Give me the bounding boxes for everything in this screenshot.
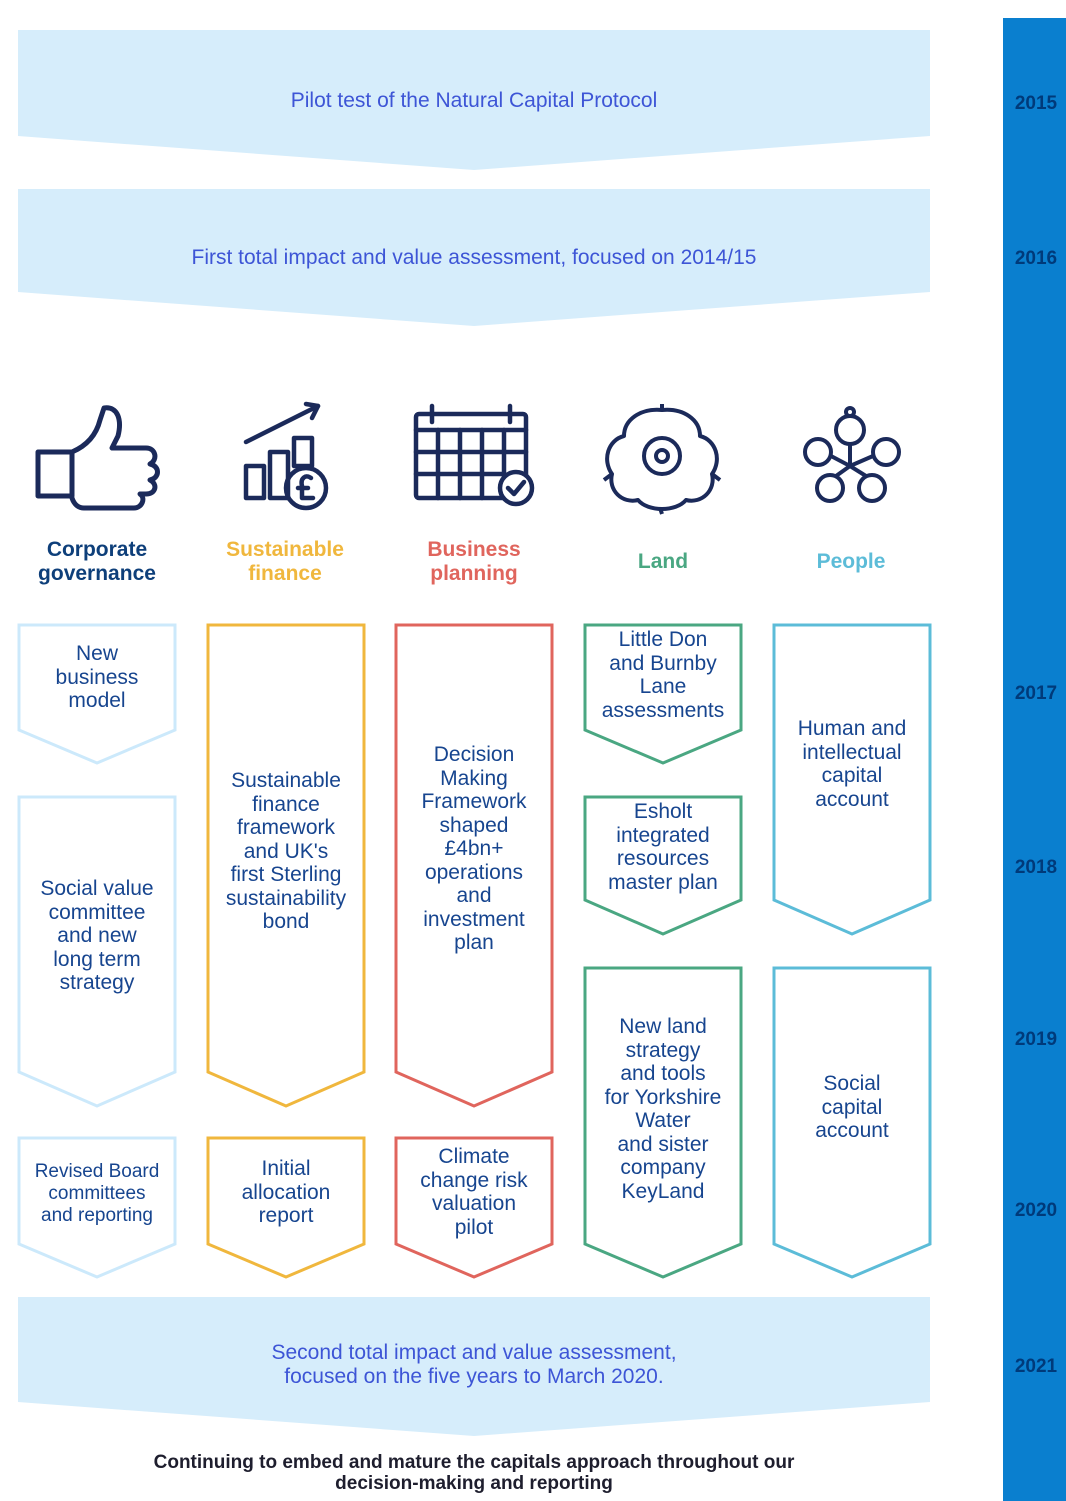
- year-label: 2020: [1014, 1200, 1058, 1221]
- year-label: 2015: [1014, 93, 1058, 114]
- planning-box-1: [394, 623, 554, 1108]
- growth-chart-pound-icon: [243, 401, 329, 511]
- finance-box-2: [206, 1136, 366, 1279]
- people-network-icon: [803, 406, 901, 503]
- banner-2016-text: First total impact and value assessment,…: [191, 246, 757, 269]
- category-land: Land: [637, 550, 689, 573]
- year-label: 2021: [1014, 1356, 1058, 1377]
- banner-2016-shape: [18, 189, 930, 326]
- year-label: 2016: [1014, 248, 1058, 269]
- land-box-2: [583, 795, 743, 936]
- finance-box-1: [206, 623, 366, 1108]
- year-label: 2019: [1014, 1029, 1058, 1050]
- land-box-3: [583, 966, 743, 1279]
- governance-box-2: [17, 795, 177, 1108]
- governance-box-1: [17, 623, 177, 765]
- people-box-2: [772, 966, 932, 1279]
- thumbs-up-icon: [35, 405, 160, 511]
- timeline-sidebar: [1003, 18, 1066, 1501]
- banner-2015-text: Pilot test of the Natural Capital Protoc…: [290, 89, 658, 112]
- category-people: People: [816, 550, 886, 573]
- planning-box-2: [394, 1136, 554, 1279]
- yorkshire-rose-icon: [602, 404, 722, 515]
- banner-2015-shape: [18, 30, 930, 170]
- banner-2021-text: Second total impact and value assessment…: [271, 1341, 677, 1388]
- governance-box-3: [17, 1136, 177, 1279]
- year-label: 2018: [1014, 857, 1058, 878]
- footer-statement: Continuing to embed and mature the capit…: [153, 1452, 795, 1494]
- people-box-1: [772, 623, 932, 936]
- calendar-check-icon: [413, 403, 535, 507]
- land-box-1: [583, 623, 743, 765]
- year-label: 2017: [1014, 683, 1058, 704]
- banner-2021-shape: [18, 1297, 930, 1436]
